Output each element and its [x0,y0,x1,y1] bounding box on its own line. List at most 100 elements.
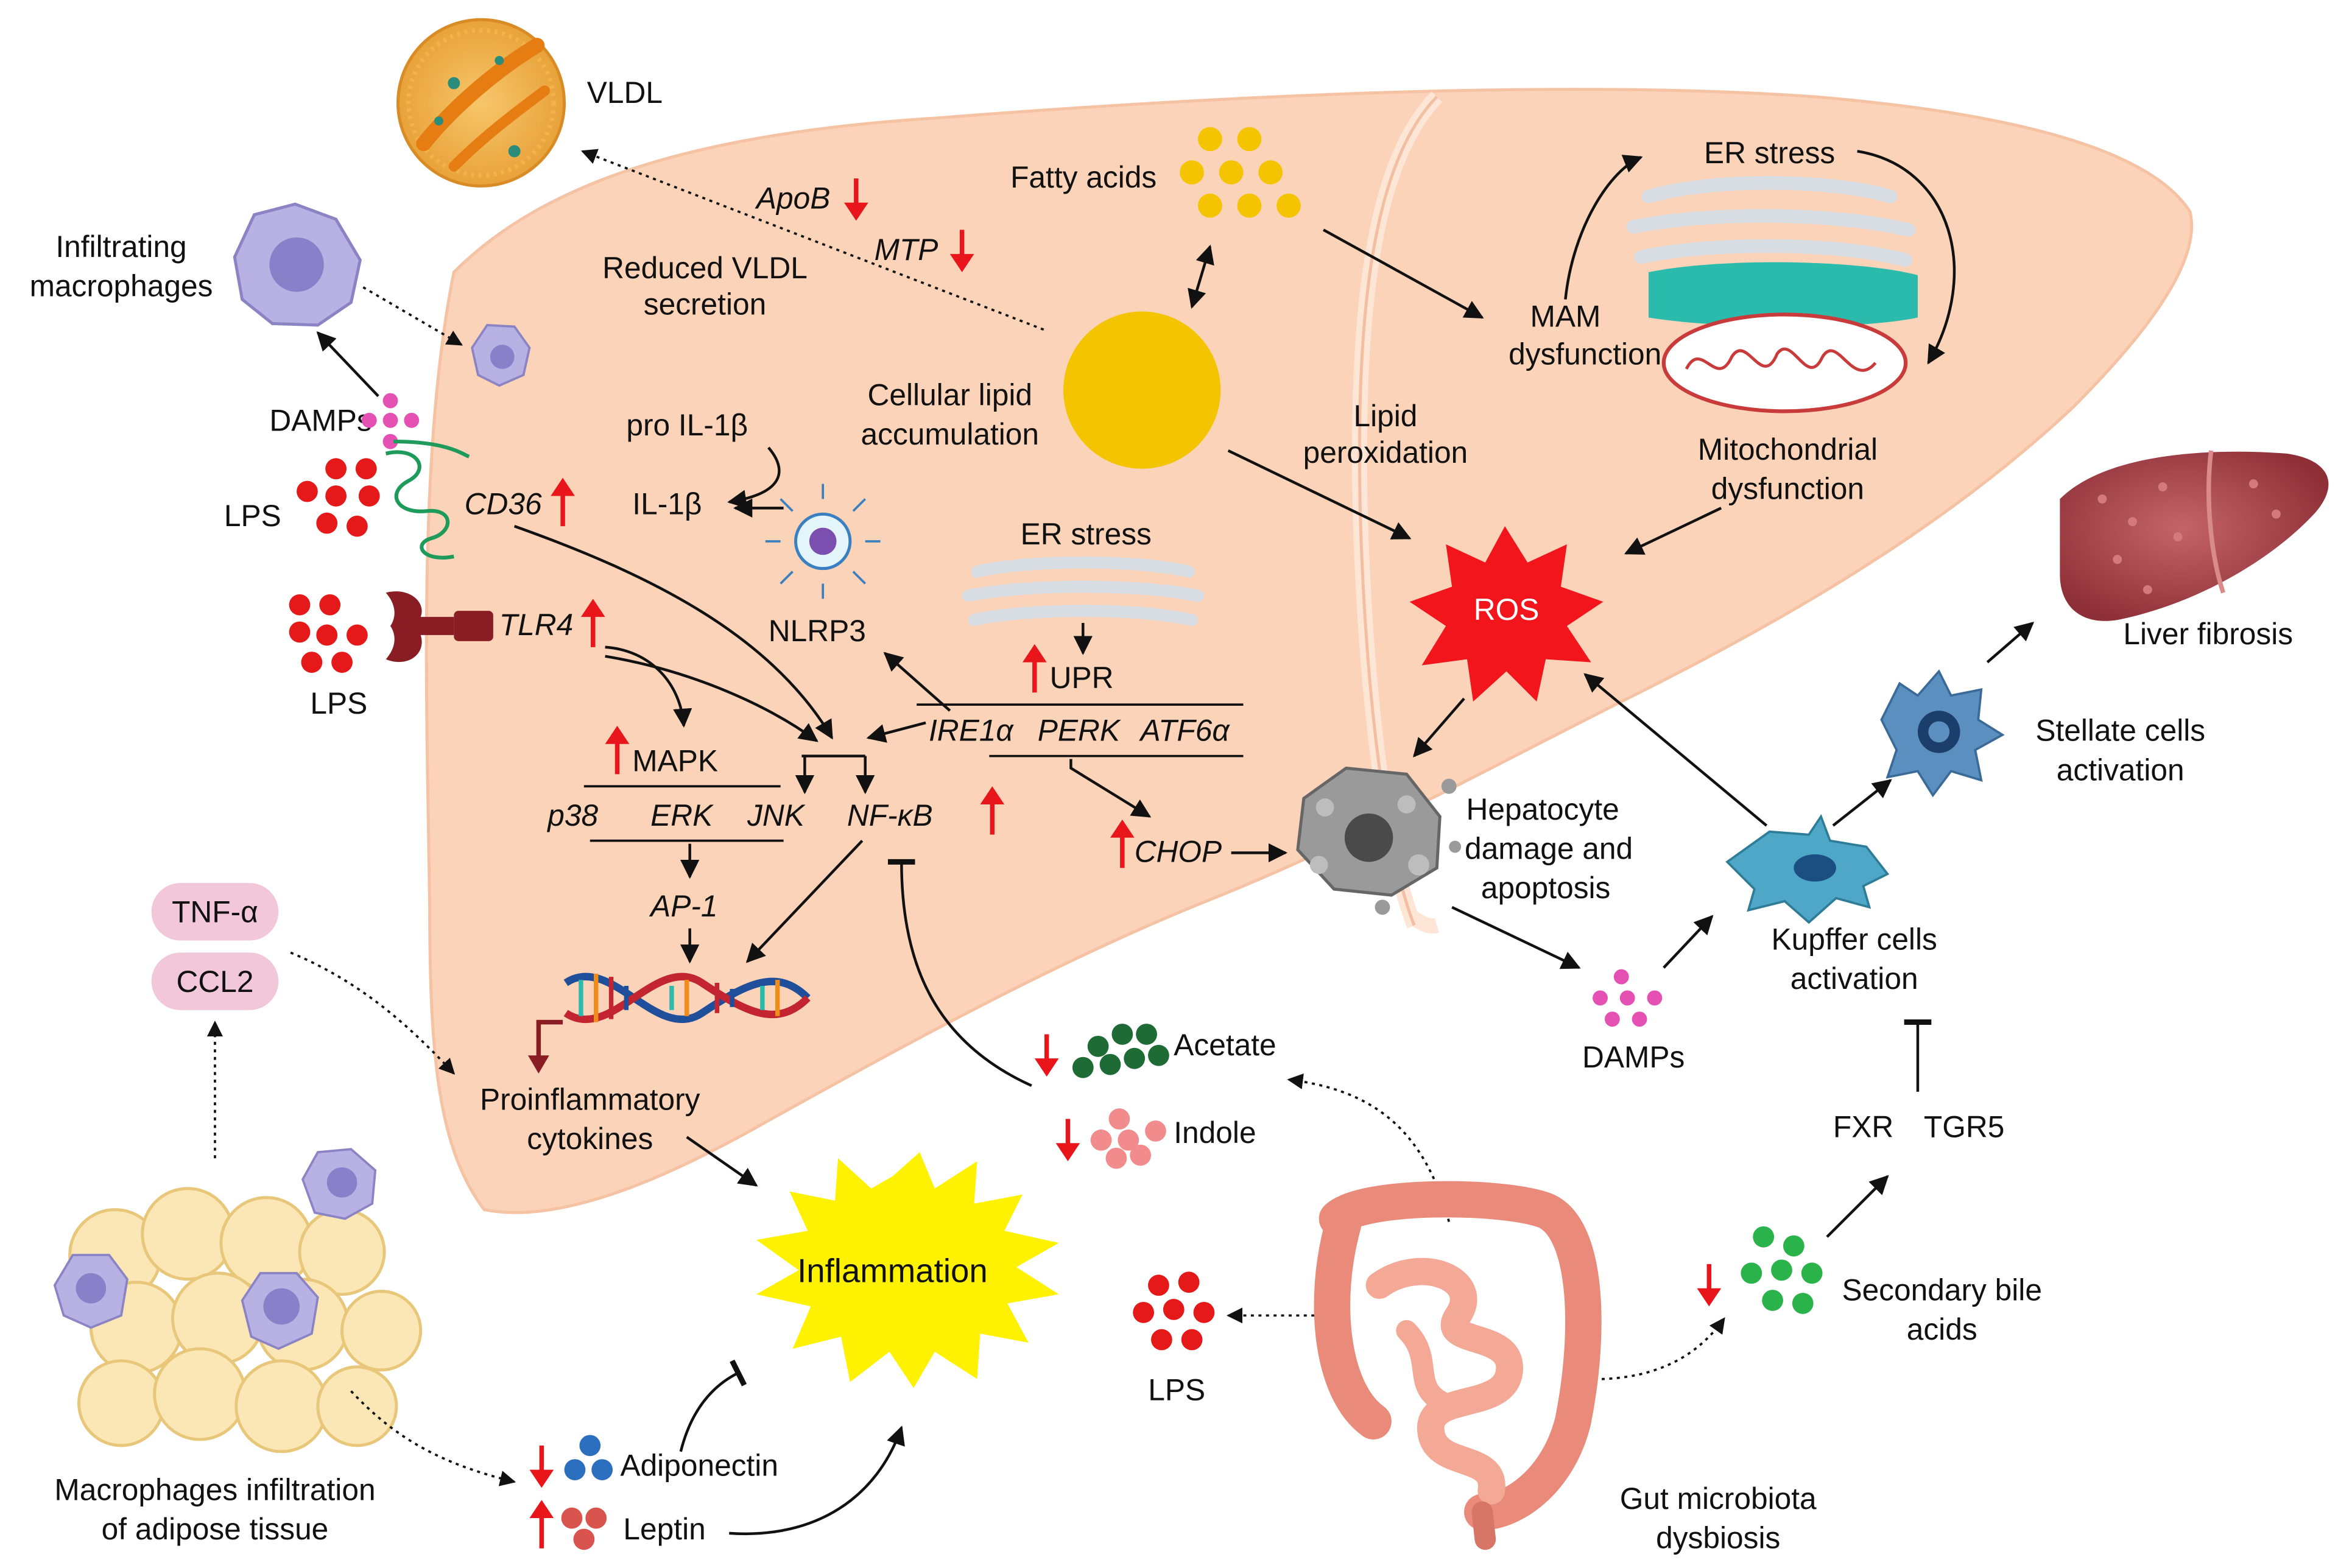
arrow-leptin-to-inflammation [729,1426,905,1536]
lps-left1-dots [297,458,380,537]
ire-up-arrow [980,786,1005,835]
inflammation-star [756,1152,1059,1388]
cd36-label: CD36 [465,487,542,521]
arrow-mam-to-er [1564,155,1643,300]
erk-label: ERK [650,798,714,832]
chop-label: CHOP [1135,834,1222,868]
ap1-label: AP-1 [649,889,717,923]
adiponectin-dots [564,1435,613,1480]
ire1a-label: IRE1α [929,714,1014,748]
p38-label: p38 [546,798,598,832]
tlr4-label: TLR4 [499,608,573,642]
pro-il1b-label: pro IL-1β [626,408,748,442]
reduced-vldl-label-line2: secretion [644,287,767,321]
er-stress-mid-label: ER stress [1021,517,1152,551]
lipid-perox-label-line1: Lipid [1353,399,1417,433]
fxr-label: FXR [1833,1109,1893,1144]
arrow-fatty-lipid-bidir [1188,244,1214,309]
arrow-hepato-to-damps [1451,905,1581,969]
lps-left1-label: LPS [224,499,281,533]
arrow-gut-to-bile [1579,1317,1725,1380]
hepato-label-line1: Hepatocyte [1466,792,1619,826]
tlr4-up-arrow [580,599,605,647]
tlr4-receptor [386,591,493,663]
secondary-bile-dots [1741,1226,1823,1314]
chop-up-arrow [1110,819,1135,868]
apob-down-arrow [843,178,868,221]
adiponectin-down-arrow [529,1445,554,1488]
arrow-ros-to-hepato [1413,697,1465,758]
arrow-adipose-to-adipokines [350,1390,516,1486]
leptin-label: Leptin [623,1512,705,1546]
stellate-label-line1: Stellate cells [2035,714,2205,748]
vldl-label: VLDL [587,76,663,110]
arrow-tlr4-to-mapk [605,645,692,728]
cellular-label-line1: Cellular lipid [868,378,1032,412]
il1b-label: IL-1β [632,487,702,521]
ros-star [1409,526,1604,702]
perk-label: PERK [1038,714,1121,748]
cd36-receptor [385,450,454,560]
lipid-perox-label-line2: peroxidation [1303,435,1468,469]
arrow-ire-to-nfkb [866,721,926,743]
secondary-label-line1: Secondary bile [1842,1273,2042,1307]
acetate-down-arrow [1034,1034,1059,1077]
fatty-acids-label: Fatty acids [1010,160,1157,194]
arrow-kupffer-to-ros [1583,673,1768,827]
transcription-arrow [536,1019,563,1059]
mito-label-line1: Mitochondrial [1698,432,1878,466]
apob-label: ApoB [755,181,830,216]
inhibit-adiponectin-to-inflammation [679,1359,747,1452]
reduced-vldl-label-line1: Reduced VLDL [602,251,808,285]
arrow-er-to-mito [1857,150,1956,365]
stellate-cell [1880,669,2005,798]
macro-adipose-label-line2: of adipose tissue [102,1512,329,1546]
damps-left-label: DAMPs [269,404,371,438]
damps-right-label: DAMPs [1582,1040,1685,1074]
hepato-label-line3: apoptosis [1481,871,1611,905]
liver-fibrosis-label: Liver fibrosis [2123,617,2293,651]
ccl2-label: CCL2 [176,965,253,999]
arrow-damps-to-kupffer [1663,915,1714,969]
infiltrating-label-line2: macrophages [30,269,213,303]
mam-label-line2: dysfunction [1509,337,1661,371]
kupffer-label-line2: activation [1790,962,1918,996]
nlrp3-label: NLRP3 [769,614,866,648]
indole-label: Indole [1174,1116,1256,1150]
mtp-down-arrow [949,230,974,272]
upr-label: UPR [1050,661,1114,695]
jnk-label: JNK [747,798,806,832]
arrow-ire-to-nlrp3 [883,652,951,712]
hepato-label-line2: damage and [1465,831,1633,865]
gut-label-line1: Gut microbiota [1620,1482,1817,1516]
er-organelle-mid [962,556,1204,627]
nlrp3-inflammasome [765,483,881,599]
cd36-receptor-b [393,439,470,459]
arrow-proinf-to-inflammation [686,1136,758,1187]
er-stress-top-label: ER stress [1704,136,1835,170]
mitochondrion [1661,312,1908,413]
tnfa-pill [151,883,279,941]
upr-up-arrow [1022,644,1047,693]
dna-helix [563,972,811,1024]
indole-dots [1090,1108,1166,1169]
mtp-label: MTP [875,233,938,267]
ros-label: ROS [1474,592,1540,627]
infiltrating-label-line1: Infiltrating [55,230,186,264]
arrow-atf-to-chop [1069,759,1152,818]
nfkb-label: NF-κB [847,798,933,832]
apoptotic-hepatocyte [1296,766,1462,915]
small-macrophage [471,323,531,387]
cd36-up-arrow [551,477,575,527]
infiltrating-macrophage [233,202,362,327]
adipose-macrophage-2 [53,1254,129,1329]
adipose-tissue [68,1187,423,1454]
arrow-tlr4-to-junction [605,655,819,742]
lipid-droplet [1063,311,1221,469]
gut-label-line2: dysbiosis [1656,1521,1780,1555]
ccl2-pill [151,952,279,1010]
transcription-arrowhead [527,1055,549,1074]
fibrotic-liver [2060,450,2329,621]
secondary-label-line2: acids [1907,1312,1977,1346]
